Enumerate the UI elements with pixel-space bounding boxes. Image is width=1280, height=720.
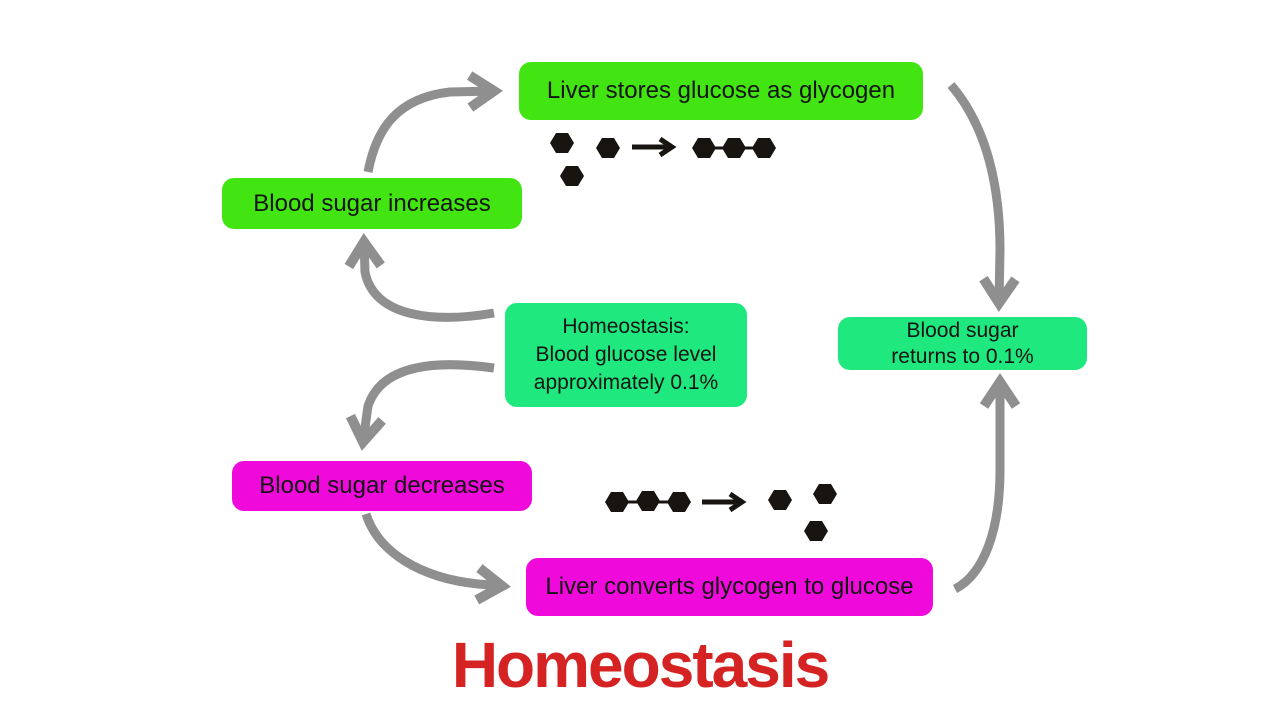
arrow-homeostasis-to-increases-icon: [344, 232, 495, 322]
box-liver-stores-glucose: Liver stores glucose as glycogen: [519, 62, 923, 120]
homeostasis-line-1: Homeostasis:: [562, 315, 690, 338]
arrow-decreases-to-liver-converts-icon: [361, 512, 511, 605]
glycogen-hexagon-icon: [605, 492, 629, 512]
arrow-liver-stores-to-returns-icon: [947, 82, 1020, 313]
box-blood-sugar-decreases-label: Blood sugar decreases: [259, 472, 505, 500]
arrow-liver-converts-to-returns-icon: [952, 372, 1021, 593]
box-blood-sugar-increases-label: Blood sugar increases: [253, 189, 491, 217]
glycogen-hexagon-icon: [636, 491, 660, 511]
box-blood-sugar-decreases: Blood sugar decreases: [232, 461, 532, 511]
homeostasis-line-2: Blood glucose level: [535, 343, 717, 366]
arrow-homeostasis-to-decreases-icon: [345, 360, 495, 451]
returns-line-1: Blood sugar: [906, 318, 1019, 342]
box-blood-sugar-increases: Blood sugar increases: [222, 178, 522, 229]
box-homeostasis-setpoint: Homeostasis: Blood glucose level approxi…: [505, 303, 747, 407]
box-liver-converts-label: Liver converts glycogen to glucose: [545, 573, 914, 601]
box-blood-sugar-returns: Blood sugar returns to 0.1%: [838, 317, 1087, 370]
glucose-hexagon-icon: [550, 133, 574, 153]
glucose-hexagon-icon: [768, 490, 792, 510]
homeostasis-line-3: approximately 0.1%: [533, 371, 719, 394]
glycogen-hexagon-icon: [722, 138, 746, 158]
glucose-to-glycogen-molecules: [550, 133, 776, 186]
page-title: Homeostasis: [451, 629, 830, 701]
glycogen-to-glucose-molecules: [605, 484, 837, 541]
glucose-hexagon-icon: [596, 138, 620, 158]
box-liver-stores-label: Liver stores glucose as glycogen: [546, 77, 896, 105]
arrow-increases-to-liver-stores-icon: [363, 71, 504, 173]
returns-line-2: returns to 0.1%: [891, 344, 1034, 368]
glycogen-hexagon-icon: [752, 138, 776, 158]
glucose-hexagon-icon: [813, 484, 837, 504]
box-liver-converts-glycogen: Liver converts glycogen to glucose: [526, 558, 933, 616]
glycogen-hexagon-icon: [667, 492, 691, 512]
glycogen-hexagon-icon: [692, 138, 716, 158]
glucose-hexagon-icon: [804, 521, 828, 541]
glucose-hexagon-icon: [560, 166, 584, 186]
